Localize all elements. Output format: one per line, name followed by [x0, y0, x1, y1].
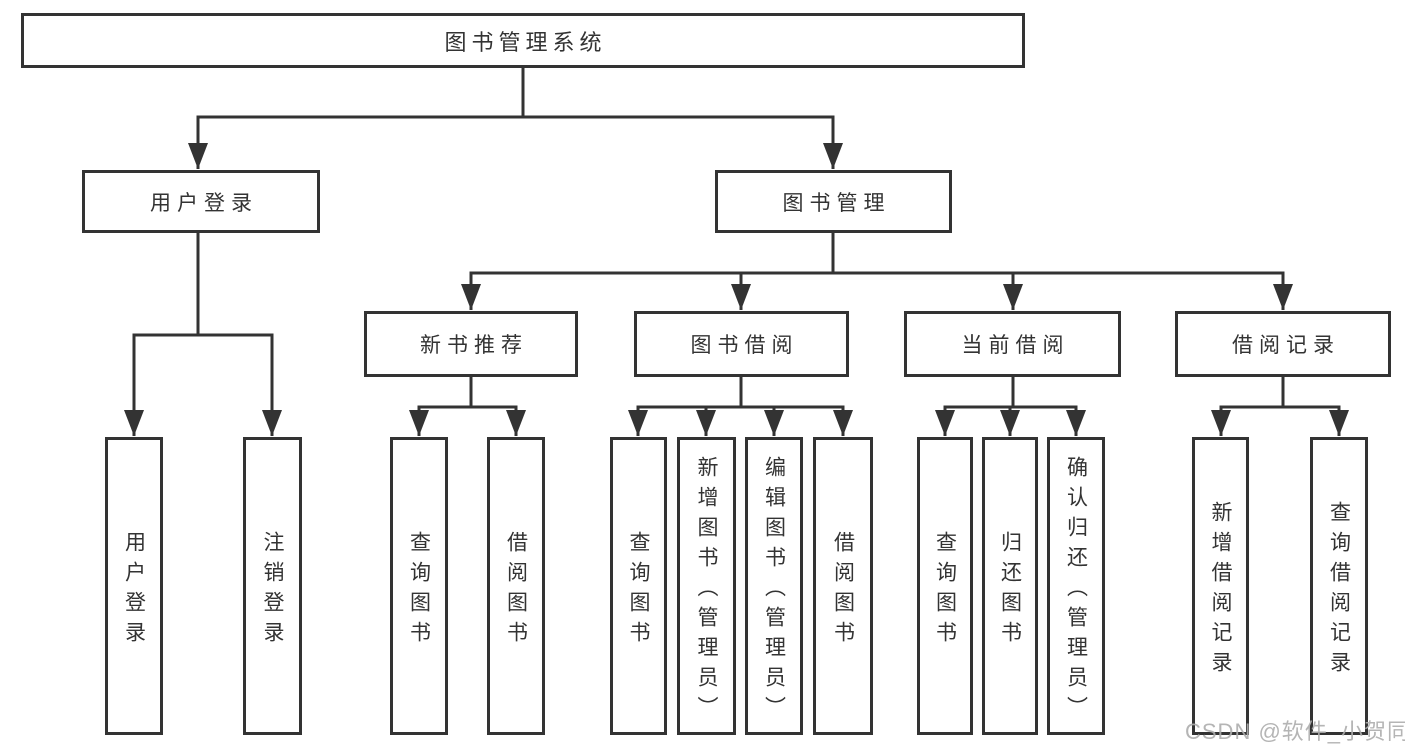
node-leaf-confirm-return: 确认归还（管理员）	[1047, 437, 1105, 735]
node-leaf-logout: 注销登录	[243, 437, 302, 735]
node-leaf-add-record: 新增借阅记录	[1192, 437, 1249, 735]
node-leaf-add-book-label: 新增图书（管理员）	[695, 455, 718, 726]
node-leaf-return-book: 归还图书	[982, 437, 1038, 735]
node-manage-branch: 图书管理	[715, 170, 952, 233]
node-leaf-borrow-book-2-label: 借阅图书	[831, 530, 855, 651]
connector-recommend-to-leaves	[409, 377, 526, 436]
node-leaf-query-book-1: 查询图书	[390, 437, 448, 735]
connector-current-to-leaves	[935, 377, 1086, 436]
node-manage-branch-label: 图书管理	[782, 191, 891, 215]
node-root-label: 图书管理系统	[444, 29, 607, 55]
node-login-branch-label: 用户登录	[150, 191, 258, 215]
node-leaf-query-book-2: 查询图书	[610, 437, 667, 735]
node-leaf-borrow-book-1: 借阅图书	[487, 437, 545, 735]
node-leaf-borrow-book-2: 借阅图书	[813, 437, 873, 735]
connector-login-to-leaves	[124, 233, 282, 436]
node-leaf-add-record-label: 新增借阅记录	[1209, 500, 1232, 681]
connector-manage-to-level3	[461, 233, 1293, 310]
node-recommend: 新书推荐	[364, 311, 578, 377]
node-leaf-query-book-3-label: 查询图书	[933, 530, 957, 651]
node-leaf-edit-book: 编辑图书（管理员）	[745, 437, 803, 735]
node-current: 当前借阅	[904, 311, 1121, 377]
node-leaf-logout-label: 注销登录	[261, 530, 284, 651]
csdn-watermark: CSDN @软件_小贺同学	[1185, 719, 1405, 744]
node-leaf-borrow-book-1-label: 借阅图书	[504, 530, 528, 651]
node-borrowing-label: 图书借阅	[690, 334, 799, 357]
node-current-label: 当前借阅	[961, 334, 1070, 357]
node-leaf-add-book: 新增图书（管理员）	[677, 437, 736, 735]
node-login-branch: 用户登录	[82, 170, 320, 233]
node-leaf-confirm-return-label: 确认归还（管理员）	[1064, 455, 1088, 726]
node-leaf-user-login-label: 用户登录	[122, 530, 146, 651]
node-leaf-query-book-2-label: 查询图书	[627, 530, 650, 651]
node-leaf-query-record: 查询借阅记录	[1310, 437, 1368, 735]
node-records: 借阅记录	[1175, 311, 1391, 377]
node-recommend-label: 新书推荐	[420, 334, 528, 357]
node-leaf-return-book-label: 归还图书	[998, 530, 1022, 651]
connector-root-to-level2	[188, 68, 843, 169]
connector-borrowing-to-leaves	[628, 377, 853, 436]
node-records-label: 借阅记录	[1232, 334, 1340, 357]
node-leaf-query-book-1-label: 查询图书	[407, 530, 431, 651]
node-leaf-edit-book-label: 编辑图书（管理员）	[762, 455, 786, 726]
node-leaf-query-record-label: 查询借阅记录	[1327, 500, 1351, 681]
node-root: 图书管理系统	[21, 13, 1025, 68]
node-leaf-query-book-3: 查询图书	[917, 437, 973, 735]
node-borrowing: 图书借阅	[634, 311, 849, 377]
connector-records-to-leaves	[1211, 377, 1349, 436]
node-leaf-user-login: 用户登录	[105, 437, 163, 735]
